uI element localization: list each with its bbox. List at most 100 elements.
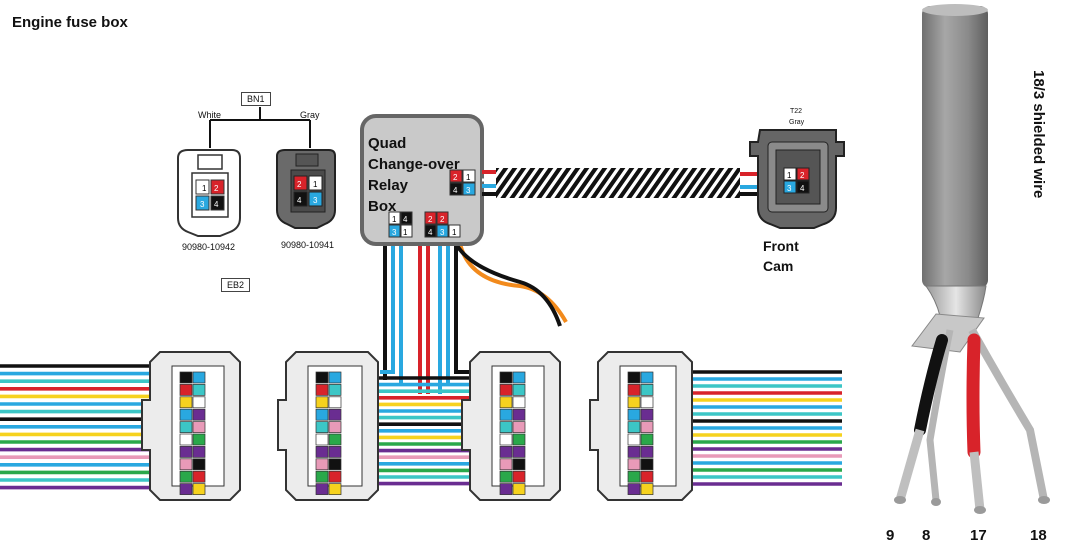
gray-connector: 2 1 4 3 [276,149,336,229]
connector-pin-cell [640,371,654,384]
connector-pin-cell [627,408,641,421]
connector-pin-cell [179,421,193,433]
svg-text:4: 4 [800,184,805,193]
connector-pin-cell [192,433,206,446]
connector-pin-cell [512,433,526,446]
connector-pin-cell [512,483,526,495]
svg-text:2: 2 [800,171,805,180]
connector-pin-cell [499,384,513,396]
connector-pin-cell [179,371,193,384]
connector-pin-cell [512,470,526,483]
pin-label-18: 18 [1030,527,1047,544]
connector-pin-cell [315,396,329,409]
diagram-title: Engine fuse box [12,14,128,31]
connector-pin-cell [499,371,513,384]
connector-pin-cell [627,384,641,396]
connector-pin-cell [328,371,342,384]
connector-pin-cell [315,433,329,446]
connector-pin-cell [627,371,641,384]
connector-pin-cell [315,470,329,483]
connector-pin-cell [640,408,654,421]
connector-pin-cell [328,421,342,433]
harness-left [0,364,150,490]
part-number-gray: 90980-10941 [281,240,335,250]
white-connector-label: White [198,110,222,120]
relay-box-line: Change-over [368,156,460,173]
svg-text:3: 3 [466,186,471,195]
connector-pin-cell [512,384,526,396]
connector-pin-cell [315,371,329,384]
connector-pin-cell [192,396,206,409]
svg-text:2: 2 [214,184,219,193]
svg-text:3: 3 [392,228,397,237]
connector-pin-cell [315,458,329,471]
connector-pin-cell [179,408,193,421]
connector-pin-cell [512,408,526,421]
front-cam-line: Front [763,238,799,254]
connector-pin-cell [315,408,329,421]
svg-text:2: 2 [428,215,433,224]
connector-pin-cell [640,483,654,495]
svg-text:1: 1 [403,228,408,237]
svg-text:1: 1 [452,228,457,237]
eb2-label: EB2 [221,278,251,292]
connector-pin-cell [499,446,513,458]
bn1-bracket [209,107,311,148]
connector-pin-cell [627,433,641,446]
connector-pin-cell [499,483,513,495]
white-connector: 1 2 3 4 [177,149,241,237]
connector-pin-cell [512,371,526,384]
connector-pin-cell [512,446,526,458]
svg-text:1: 1 [392,215,397,224]
connector-pin-cell [499,421,513,433]
connector-pin-cell [512,458,526,471]
svg-text:4: 4 [297,196,302,205]
connector-pin-cell [328,446,342,458]
connector-pin-cell [179,384,193,396]
front-cam-connector: 1 2 3 4 [749,129,845,229]
svg-text:1: 1 [466,173,471,182]
connector-pin-cell [328,408,342,421]
connector-pin-cell [627,458,641,471]
svg-text:3: 3 [440,228,445,237]
connector-pin-cell [192,470,206,483]
relay-box-line: Relay [368,177,409,194]
svg-text:3: 3 [200,200,205,209]
connector-pin-cell [179,396,193,409]
svg-text:2: 2 [440,215,445,224]
gray-connector-label: Gray [300,110,320,120]
connector-pin-cell [499,396,513,409]
connector-pin-cell [179,483,193,495]
connector-pin-cell [627,421,641,433]
t22-label: T22 [790,108,803,115]
shielded-cable [894,4,1050,514]
connector-pin-cell [499,470,513,483]
connector-pin-cell [640,458,654,471]
bottom-connectors [141,351,693,501]
svg-text:3: 3 [787,184,792,193]
connector-pin-cell [499,458,513,471]
connector-pin-cell [192,458,206,471]
connector-pin-cell [179,458,193,471]
svg-text:4: 4 [453,186,458,195]
svg-text:4: 4 [403,215,408,224]
svg-text:1: 1 [313,180,318,189]
connector-pin-cell [315,483,329,495]
pin-label-9: 9 [886,527,895,544]
front-cam-label: Front Cam [763,236,799,276]
connector-pin-cell [328,483,342,495]
black-lead [454,242,562,327]
connector-pin-cell [179,470,193,483]
connector-pin-cell [192,371,206,384]
relay-box-label: Quad Change-over Relay Box [368,133,460,217]
connector-pin-cell [627,396,641,409]
svg-text:4: 4 [428,228,433,237]
harness-right [690,370,842,486]
front-cam-line: Cam [763,258,794,274]
connector-pin-cell [315,421,329,433]
connector-pin-cell [640,470,654,483]
pin-label-17: 17 [970,527,987,544]
connector-pin-cell [640,433,654,446]
connector-pin-cell [328,470,342,483]
connector-pin-cell [512,421,526,433]
